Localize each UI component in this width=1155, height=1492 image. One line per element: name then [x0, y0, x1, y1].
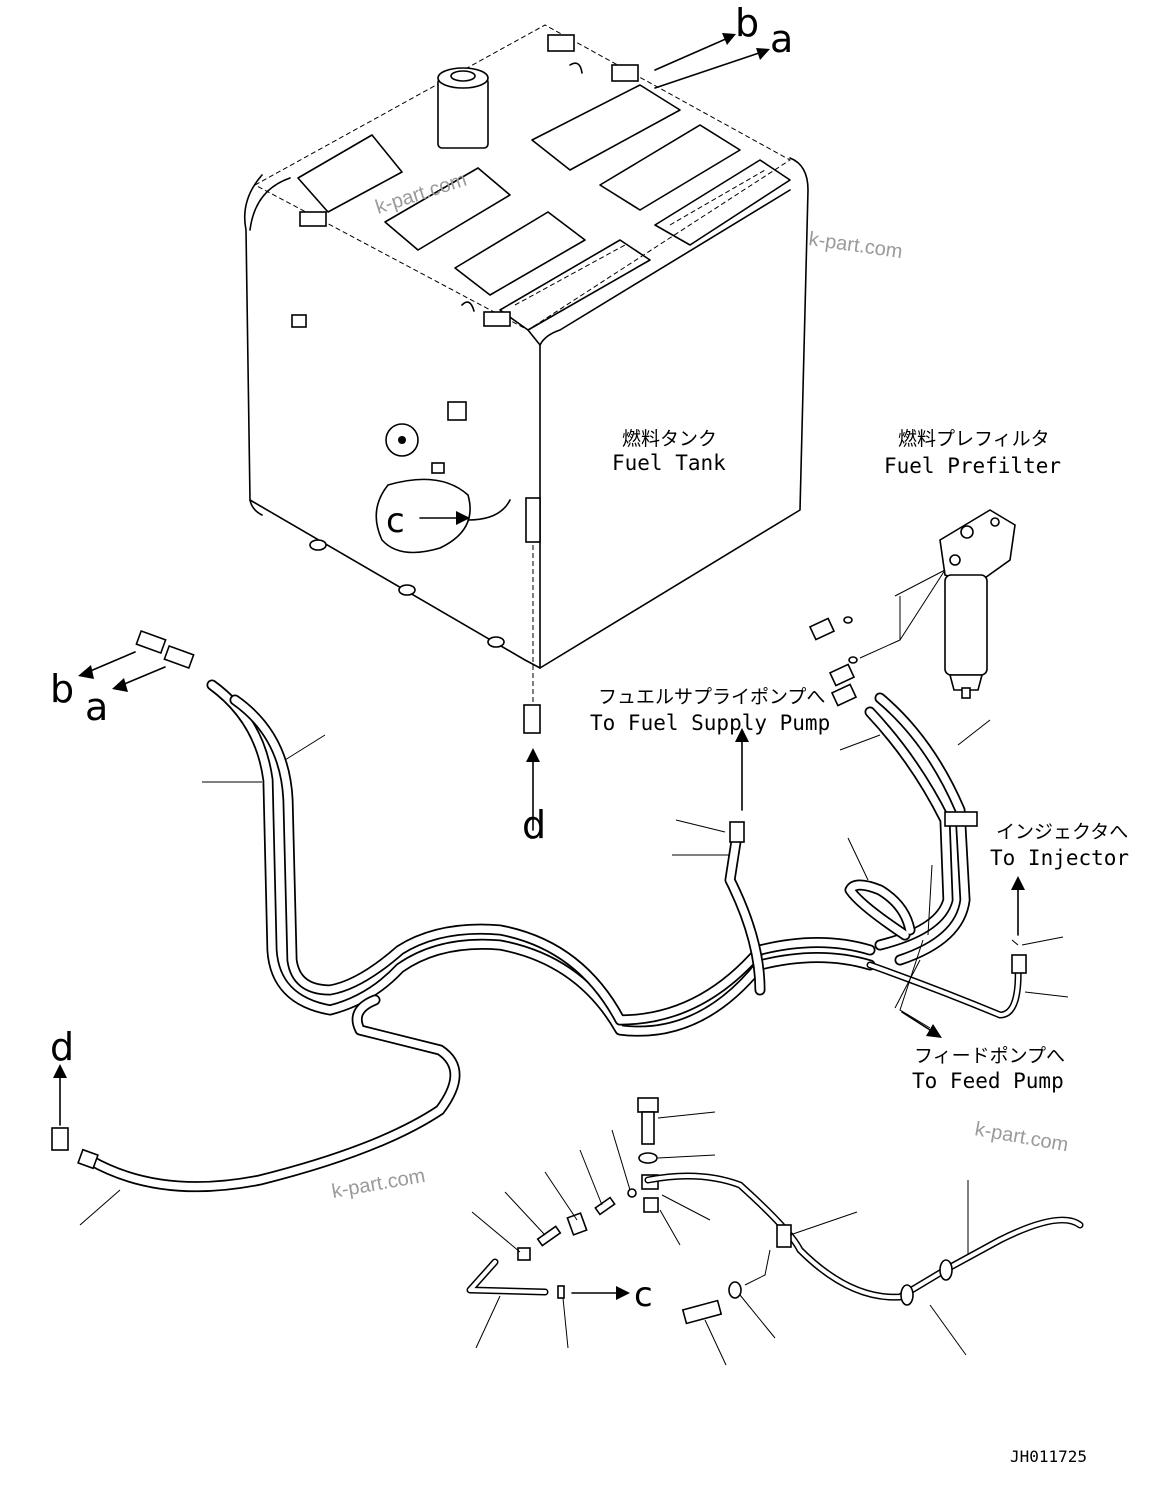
ref-c-bubble: c: [386, 501, 405, 541]
small-parts-group: [466, 1097, 1084, 1325]
doc-code: JH011725: [1010, 1447, 1087, 1466]
fuel-tank-label-en: Fuel Tank: [612, 451, 726, 475]
ref-d-center: d: [522, 803, 546, 847]
ref-arrow-top: [654, 33, 770, 89]
watermark-2: k-part.com: [807, 228, 904, 263]
watermark-3: k-part.com: [973, 1118, 1070, 1156]
ref-d-left: d: [50, 1025, 74, 1069]
feed-pump-label-jp: フィードポンプへ: [914, 1045, 1065, 1067]
ref-a-top: a: [770, 17, 793, 61]
feed-pump-label-en: To Feed Pump: [912, 1069, 1064, 1093]
supply-pump-label-en: To Fuel Supply Pump: [590, 711, 830, 735]
prefilter-label-jp: 燃料プレフィルタ: [898, 428, 1050, 450]
leader-lines: [79, 719, 1069, 1366]
ref-a-left: a: [85, 685, 108, 729]
injector-label-jp: インジェクタへ: [996, 821, 1128, 843]
prefilter-label-en: Fuel Prefilter: [884, 454, 1061, 478]
supply-pump-label-jp: フュエルサプライポンプへ: [598, 686, 825, 708]
ref-b-left: b: [50, 667, 74, 711]
direction-arrows: [53, 651, 1025, 1126]
fuel-tank-drawing: [243, 24, 809, 734]
fuel-hose: [51, 629, 1027, 1193]
fuel-prefilter-drawing: [808, 509, 1016, 707]
ref-b-top: b: [735, 1, 759, 45]
watermark-1: k-part.com: [373, 169, 470, 219]
watermark-4: k-part.com: [330, 1165, 427, 1203]
ref-c-lower: c: [634, 1275, 653, 1315]
fuel-tank-label-jp: 燃料タンク: [622, 428, 717, 450]
injector-label-en: To Injector: [990, 846, 1129, 870]
